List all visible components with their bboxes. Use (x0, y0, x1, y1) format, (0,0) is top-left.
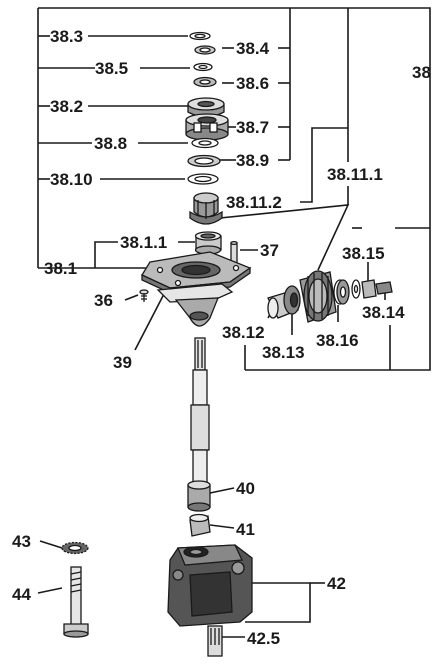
label-43: 43 (12, 532, 31, 551)
washer-38-5 (193, 62, 213, 72)
label-38-7: 38.7 (236, 118, 269, 137)
label-38-2: 38.2 (50, 97, 83, 116)
bevel-gear-38-11-2 (189, 192, 223, 225)
gasket-39 (156, 283, 234, 303)
washer-38-9 (187, 154, 221, 168)
label-37: 37 (260, 241, 279, 260)
label-38-6: 38.6 (236, 74, 269, 93)
washer-38-10 (187, 173, 219, 185)
label-42-5: 42.5 (247, 629, 280, 648)
label-38-11-1: 38.11.1 (327, 165, 383, 184)
label-38-13: 38.13 (262, 343, 305, 362)
label-41: 41 (236, 520, 255, 539)
label-36: 36 (94, 291, 113, 310)
label-38-1-1: 38.1.1 (120, 233, 167, 252)
nut-38-14 (361, 279, 393, 299)
label-38-1: 38.1 (44, 259, 77, 278)
bearing-38-16 (333, 279, 350, 305)
lock-washer-43 (61, 541, 89, 555)
callout-labels: 38.3 38.4 38.5 38.6 38.2 38.7 38.8 38.9 … (12, 27, 431, 648)
washer-38-4 (194, 45, 216, 55)
label-44: 44 (12, 585, 31, 604)
label-38-10: 38.10 (50, 170, 93, 189)
output-shaft-42-5 (207, 625, 223, 657)
label-40: 40 (236, 479, 255, 498)
label-38-8: 38.8 (94, 134, 127, 153)
washer-38-3 (189, 31, 211, 41)
label-38: 38 (412, 63, 431, 82)
washer-38-8 (191, 137, 219, 149)
label-42: 42 (327, 574, 346, 593)
label-38-4: 38.4 (236, 39, 270, 58)
gear-housing-42 (167, 544, 253, 627)
bevel-gear-38-11-1 (299, 270, 337, 323)
label-38-12: 38.12 (222, 323, 265, 342)
washer-38-6 (193, 76, 217, 88)
leader-lines (37, 7, 431, 638)
label-38-15: 38.15 (342, 244, 385, 263)
bushing-38-1-1 (194, 231, 222, 255)
label-38-9: 38.9 (236, 151, 269, 170)
washer-38-15 (351, 279, 361, 299)
bearing-38-13 (283, 285, 301, 315)
sleeve-41 (189, 513, 211, 537)
bolt-44 (63, 566, 89, 638)
label-38-11-2: 38.11.2 (226, 193, 282, 212)
label-38-3: 38.3 (50, 27, 83, 46)
screw-36 (139, 289, 149, 302)
label-38-16: 38.16 (316, 331, 359, 350)
pin-37 (230, 241, 238, 264)
cone-housing (174, 297, 219, 327)
drive-shaft (190, 337, 210, 486)
label-39: 39 (113, 353, 132, 372)
bearing-38-7 (185, 113, 229, 141)
coupling-40 (187, 480, 211, 512)
label-38-14: 38.14 (362, 303, 405, 322)
label-38-5: 38.5 (95, 59, 128, 78)
